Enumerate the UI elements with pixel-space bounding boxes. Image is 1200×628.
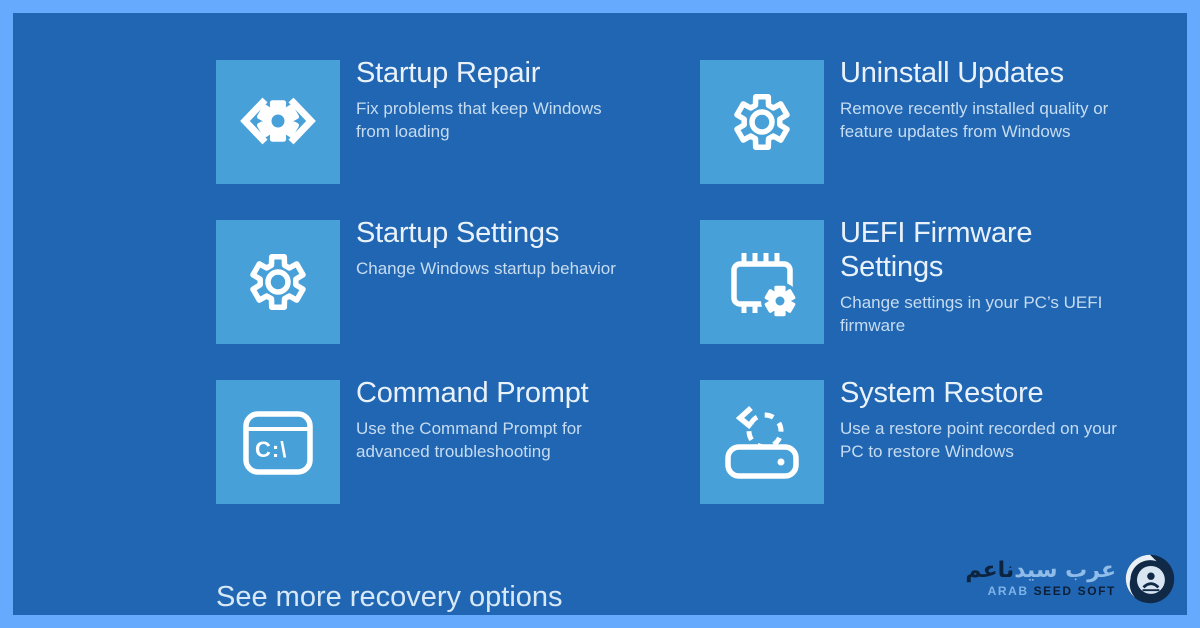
tile-title: Startup Settings: [356, 217, 560, 249]
tile-description: Use a restore point recorded on your PC …: [840, 419, 1117, 461]
arabseed-logo-icon: [1123, 552, 1177, 606]
code-gear-icon: [216, 60, 340, 184]
chip-gear-icon: [700, 220, 824, 344]
tile-description: Use the Command Prompt for advanced trou…: [356, 419, 582, 461]
tile-description: Change settings in your PC’s UEFI firmwa…: [840, 293, 1103, 335]
command-prompt-icon-text: C:\: [255, 437, 287, 462]
tile-title: Command Prompt: [356, 377, 589, 409]
tile-uninstall-updates[interactable]: Uninstall Updates Remove recently instal…: [700, 57, 1142, 184]
tile-description: Change Windows startup behavior: [356, 259, 616, 278]
tile-uefi-firmware-settings[interactable]: UEFI Firmware Settings Change settings i…: [700, 217, 1142, 344]
see-more-recovery-options-link[interactable]: See more recovery options: [216, 581, 563, 613]
tile-title: Uninstall Updates: [840, 57, 1064, 89]
tile-startup-repair[interactable]: Startup Repair Fix problems that keep Wi…: [216, 57, 638, 184]
watermark-arabseed: عرب سيدناعم Arab Seed Soft: [965, 552, 1177, 606]
restore-drive-icon: [700, 380, 824, 504]
gear-icon: [216, 220, 340, 344]
tile-startup-settings[interactable]: Startup Settings Change Windows startup …: [216, 217, 638, 344]
tile-title: UEFI Firmware Settings: [840, 217, 1033, 283]
tile-description: Remove recently installed quality or fea…: [840, 99, 1109, 141]
gear-icon: [700, 60, 824, 184]
watermark-latin-text: Arab Seed Soft: [987, 584, 1116, 598]
tile-command-prompt[interactable]: C:\ Command Prompt Use the Command Promp…: [216, 377, 638, 504]
watermark-arabic-text: عرب سيدناعم: [965, 558, 1116, 583]
recovery-options-screen: Startup Repair Fix problems that keep Wi…: [13, 13, 1187, 615]
command-prompt-icon: C:\: [216, 380, 340, 504]
tile-description: Fix problems that keep Windows from load…: [356, 99, 602, 141]
tile-title: Startup Repair: [356, 57, 541, 89]
tile-system-restore[interactable]: System Restore Use a restore point recor…: [700, 377, 1142, 504]
tile-title: System Restore: [840, 377, 1044, 409]
